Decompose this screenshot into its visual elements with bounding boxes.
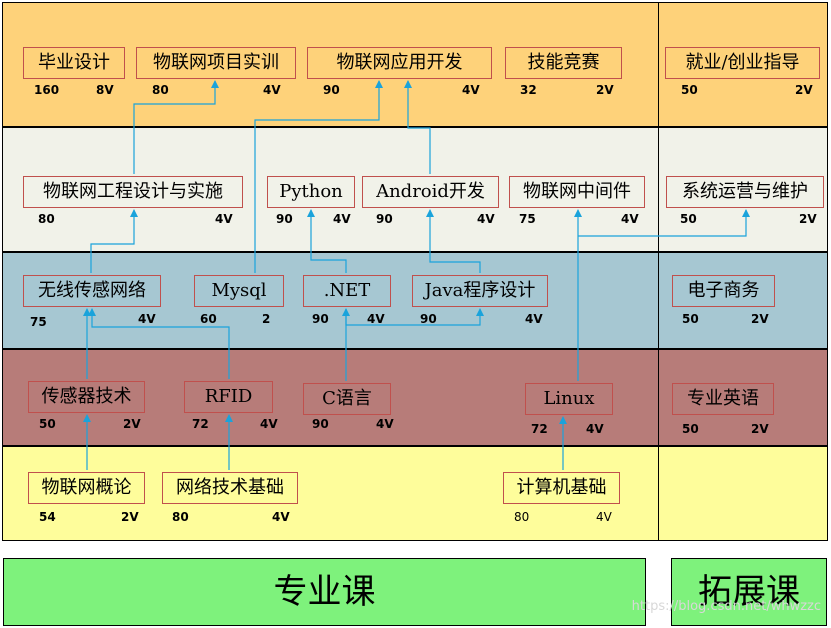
watermark: https://blog.csdn.net/whwzzc [631, 599, 821, 614]
hours-python: 90 [276, 212, 293, 226]
course-professional-english: 专业英语 [672, 383, 774, 415]
credit-android: 4V [477, 212, 495, 226]
credit-iot-introduction: 2V [121, 510, 139, 524]
hours-iot-project-training: 80 [152, 83, 169, 97]
course-sensor-tech: 传感器技术 [28, 381, 145, 413]
credit-python: 4V [333, 212, 351, 226]
hours-iot-introduction: 54 [39, 510, 56, 524]
course-computer-basics: 计算机基础 [503, 472, 620, 504]
course-wireless-sensor-network: 无线传感网络 [23, 275, 161, 307]
credit-iot-app-dev: 4V [462, 83, 480, 97]
hours-rfid: 72 [192, 417, 209, 431]
hours-network-basics: 80 [172, 510, 189, 524]
credit-mysql: 2 [262, 312, 271, 326]
credit-career-guidance: 2V [795, 83, 813, 97]
curriculum-diagram: 毕业设计 160 8V 物联网项目实训 80 4V 物联网应用开发 90 4V … [2, 2, 828, 541]
course-iot-engineering: 物联网工程设计与实施 [23, 176, 243, 208]
hours-sensor-tech: 50 [39, 417, 56, 431]
hours-computer-basics: 80 [514, 510, 530, 524]
course-linux: Linux [525, 383, 613, 415]
credit-rfid: 4V [260, 417, 278, 431]
hours-dotnet: 90 [312, 312, 329, 326]
course-skill-competition: 技能竞赛 [505, 47, 622, 79]
credit-system-ops: 2V [799, 212, 817, 226]
legend-extension-courses: 拓展课 [671, 558, 827, 626]
credit-java: 4V [525, 312, 543, 326]
course-system-ops: 系统运营与维护 [666, 176, 824, 208]
hours-java: 90 [420, 312, 437, 326]
course-rfid: RFID [184, 381, 273, 413]
hours-system-ops: 50 [680, 212, 697, 226]
band-foundation-courses [2, 446, 828, 541]
course-iot-introduction: 物联网概论 [28, 472, 145, 504]
hours-career-guidance: 50 [681, 83, 698, 97]
credit-wireless-sensor-network: 4V [138, 312, 156, 326]
hours-skill-competition: 32 [520, 83, 537, 97]
hours-linux: 72 [531, 422, 548, 436]
course-career-guidance: 就业/创业指导 [665, 47, 820, 79]
credit-linux: 4V [586, 422, 604, 436]
hours-c-language: 90 [312, 417, 329, 431]
hours-iot-engineering: 80 [38, 212, 55, 226]
credit-sensor-tech: 2V [123, 417, 141, 431]
hours-ecommerce: 50 [682, 312, 699, 326]
course-dotnet: .NET [303, 275, 391, 307]
hours-mysql: 60 [200, 312, 217, 326]
credit-c-language: 4V [376, 417, 394, 431]
credit-iot-middleware: 4V [621, 212, 639, 226]
column-divider [658, 2, 659, 541]
hours-professional-english: 50 [682, 422, 699, 436]
credit-skill-competition: 2V [596, 83, 614, 97]
course-java: Java程序设计 [412, 275, 548, 307]
course-android: Android开发 [362, 176, 499, 208]
course-network-basics: 网络技术基础 [162, 472, 298, 504]
hours-wireless-sensor-network: 75 [30, 315, 47, 329]
course-mysql: Mysql [194, 275, 284, 307]
credit-network-basics: 4V [272, 510, 290, 524]
course-graduation-design: 毕业设计 [23, 47, 125, 79]
course-ecommerce: 电子商务 [672, 275, 775, 307]
credit-professional-english: 2V [751, 422, 769, 436]
hours-iot-middleware: 75 [519, 212, 536, 226]
hours-graduation-design: 160 [34, 83, 60, 97]
hours-iot-app-dev: 90 [323, 83, 340, 97]
course-iot-middleware: 物联网中间件 [509, 176, 645, 208]
credit-iot-project-training: 4V [263, 83, 281, 97]
credit-graduation-design: 8V [96, 83, 114, 97]
hours-android: 90 [376, 212, 393, 226]
legend-professional-courses: 专业课 [3, 558, 646, 626]
course-iot-project-training: 物联网项目实训 [136, 47, 296, 79]
course-c-language: C语言 [303, 383, 391, 415]
credit-ecommerce: 2V [751, 312, 769, 326]
course-python: Python [267, 176, 355, 208]
credit-computer-basics: 4V [596, 510, 612, 524]
credit-dotnet: 4V [367, 312, 385, 326]
course-iot-app-dev: 物联网应用开发 [307, 47, 492, 79]
credit-iot-engineering: 4V [215, 212, 233, 226]
